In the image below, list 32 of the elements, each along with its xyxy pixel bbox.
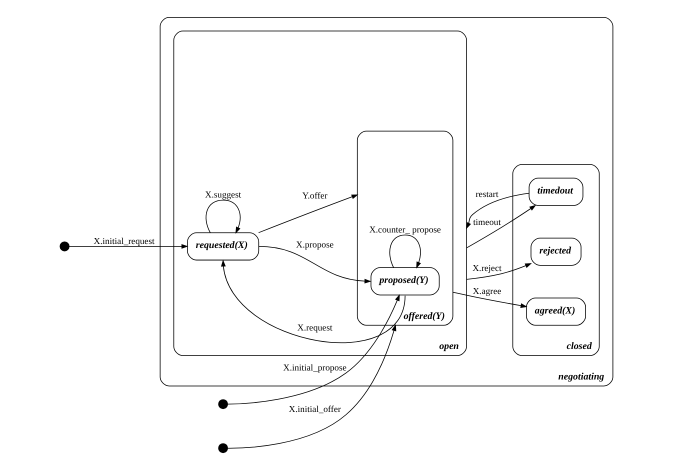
edge-label: X.counter_ propose bbox=[368, 224, 440, 234]
edge-label: X.suggest bbox=[204, 190, 241, 200]
edge-label: X.request bbox=[296, 322, 332, 332]
edge-label: X.propose bbox=[296, 240, 334, 250]
arrow bbox=[388, 234, 421, 269]
arrow bbox=[466, 192, 529, 230]
edge-label: X.initial_offer bbox=[288, 404, 340, 414]
arrow bbox=[68, 244, 188, 249]
edge-label: X.initial_propose bbox=[282, 362, 346, 372]
node-box: agreed(X) bbox=[526, 298, 586, 326]
node-box: rejected bbox=[530, 238, 581, 266]
node-circle bbox=[218, 399, 228, 410]
arrow bbox=[258, 194, 358, 234]
arrow bbox=[466, 263, 532, 280]
arrow bbox=[226, 294, 400, 405]
arrow bbox=[226, 324, 396, 449]
arrow bbox=[220, 260, 405, 344]
edge-label: X.agree bbox=[472, 286, 501, 296]
arrow bbox=[258, 246, 371, 284]
node-box: timedout bbox=[528, 178, 583, 206]
arrow bbox=[466, 204, 536, 248]
arrow bbox=[205, 200, 240, 234]
edge-label: restart bbox=[475, 188, 498, 199]
edge-label: X.reject bbox=[472, 263, 502, 274]
arrow bbox=[452, 292, 527, 308]
node-box: proposed(Y) bbox=[370, 267, 440, 296]
edge-label: timeout bbox=[472, 216, 500, 227]
edge-label: Y.offer bbox=[302, 190, 327, 200]
edge-label: X.initial_request bbox=[93, 236, 154, 246]
node-circle bbox=[59, 241, 70, 252]
node-circle bbox=[218, 443, 228, 454]
node-box: requested(X) bbox=[186, 232, 259, 260]
